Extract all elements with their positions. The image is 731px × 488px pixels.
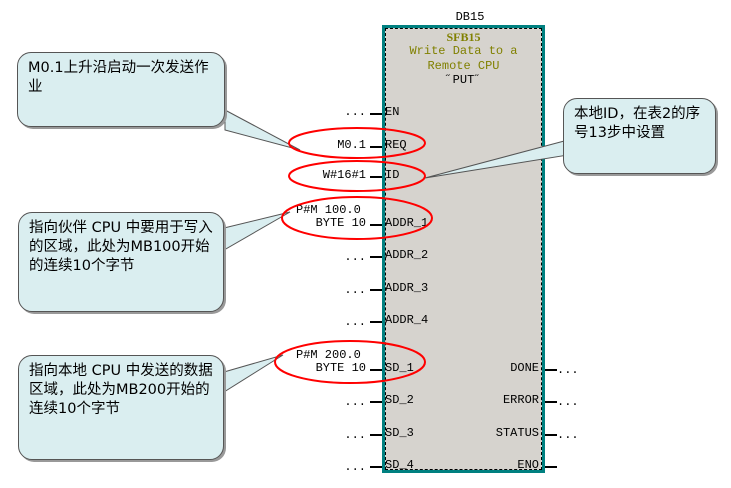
callout-req-text: M0.1上升沿启动一次发送作业 — [28, 60, 209, 95]
wire-en — [370, 113, 382, 115]
wire-sd-1 — [370, 369, 382, 371]
wire-addr-2 — [370, 256, 382, 258]
pin-addr-1: ADDR_1 — [385, 216, 429, 230]
pin-eno: ENO — [517, 458, 539, 472]
wire-addr-3 — [370, 289, 382, 291]
callout-tail-sd — [223, 354, 284, 393]
callout-tail-req — [224, 109, 301, 151]
param-addr-1-pointer[interactable]: P#M 100.0 — [296, 203, 361, 217]
pin-addr-2: ADDR_2 — [385, 248, 429, 262]
param-status[interactable]: ... — [557, 428, 579, 442]
param-addr-2[interactable]: ... — [344, 250, 366, 264]
wire-sd-2 — [370, 401, 382, 403]
param-error[interactable]: ... — [557, 395, 579, 409]
highlight-addr-1 — [281, 196, 433, 240]
param-sd-1-pointer[interactable]: P#M 200.0 — [296, 348, 361, 362]
block-name: SFB15 — [446, 30, 481, 44]
callout-req: M0.1上升沿启动一次发送作业 — [17, 52, 225, 127]
pin-sd-3: SD_3 — [385, 426, 414, 440]
callout-id-text: 本地ID，在表2的序号13步中设置 — [574, 106, 701, 141]
instance-db-label: DB15 — [455, 10, 485, 24]
pin-sd-1: SD_1 — [385, 361, 414, 375]
pin-done: DONE — [510, 361, 539, 375]
wire-addr-1 — [370, 224, 382, 226]
pin-status: STATUS — [495, 426, 539, 440]
pin-addr-3: ADDR_3 — [385, 281, 429, 295]
wire-status — [545, 434, 557, 436]
pin-sd-4: SD_4 — [385, 458, 414, 472]
wire-sd-3 — [370, 434, 382, 436]
param-sd-4[interactable]: ... — [344, 460, 366, 474]
param-req[interactable]: M0.1 — [337, 138, 366, 152]
function-block-sfb15[interactable]: SFB15 Write Data to a Remote CPU ˝PUT˝ — [382, 25, 545, 473]
callout-addr-text: 指向伙伴 CPU 中要用于写入的区域，此处为MB100开始的连续10个字节 — [29, 220, 213, 274]
callout-sd: 指向本地 CPU 中发送的数据区域，此处为MB200开始的连续10个字节 — [18, 355, 224, 460]
wire-eno — [545, 466, 557, 468]
pin-addr-4: ADDR_4 — [385, 313, 429, 327]
wire-addr-4 — [370, 321, 382, 323]
param-done[interactable]: ... — [557, 363, 579, 377]
callout-sd-text: 指向本地 CPU 中发送的数据区域，此处为MB200开始的连续10个字节 — [29, 363, 213, 417]
wire-id — [370, 176, 382, 178]
pin-req: REQ — [385, 138, 407, 152]
callout-tail-id — [424, 139, 569, 179]
wire-error — [545, 401, 557, 403]
callout-id: 本地ID，在表2的序号13步中设置 — [563, 98, 716, 174]
param-sd-2[interactable]: ... — [344, 395, 366, 409]
param-addr-3[interactable]: ... — [344, 283, 366, 297]
param-sd-3[interactable]: ... — [344, 428, 366, 442]
wire-req — [370, 146, 382, 148]
callout-tail-addr — [223, 211, 291, 251]
param-addr-1-length[interactable]: BYTE 10 — [315, 216, 366, 230]
param-addr-4[interactable]: ... — [344, 315, 366, 329]
pin-error: ERROR — [502, 393, 539, 407]
block-description-line1: Write Data to a — [409, 44, 518, 58]
callout-addr: 指向伙伴 CPU 中要用于写入的区域，此处为MB100开始的连续10个字节 — [18, 212, 224, 312]
wire-sd-4 — [370, 466, 382, 468]
pin-sd-2: SD_2 — [385, 393, 414, 407]
wire-done — [545, 369, 557, 371]
param-id[interactable]: W#16#1 — [322, 168, 366, 182]
block-symbol: ˝PUT˝ — [445, 73, 482, 87]
pin-en: EN — [385, 105, 400, 119]
param-sd-1-length[interactable]: BYTE 10 — [315, 361, 366, 375]
pin-id: ID — [385, 168, 400, 182]
block-description-line2: Remote CPU — [427, 59, 500, 73]
highlight-id — [288, 160, 426, 192]
highlight-req — [288, 127, 426, 159]
param-en[interactable]: ... — [344, 105, 366, 119]
highlight-sd-1 — [274, 340, 426, 384]
